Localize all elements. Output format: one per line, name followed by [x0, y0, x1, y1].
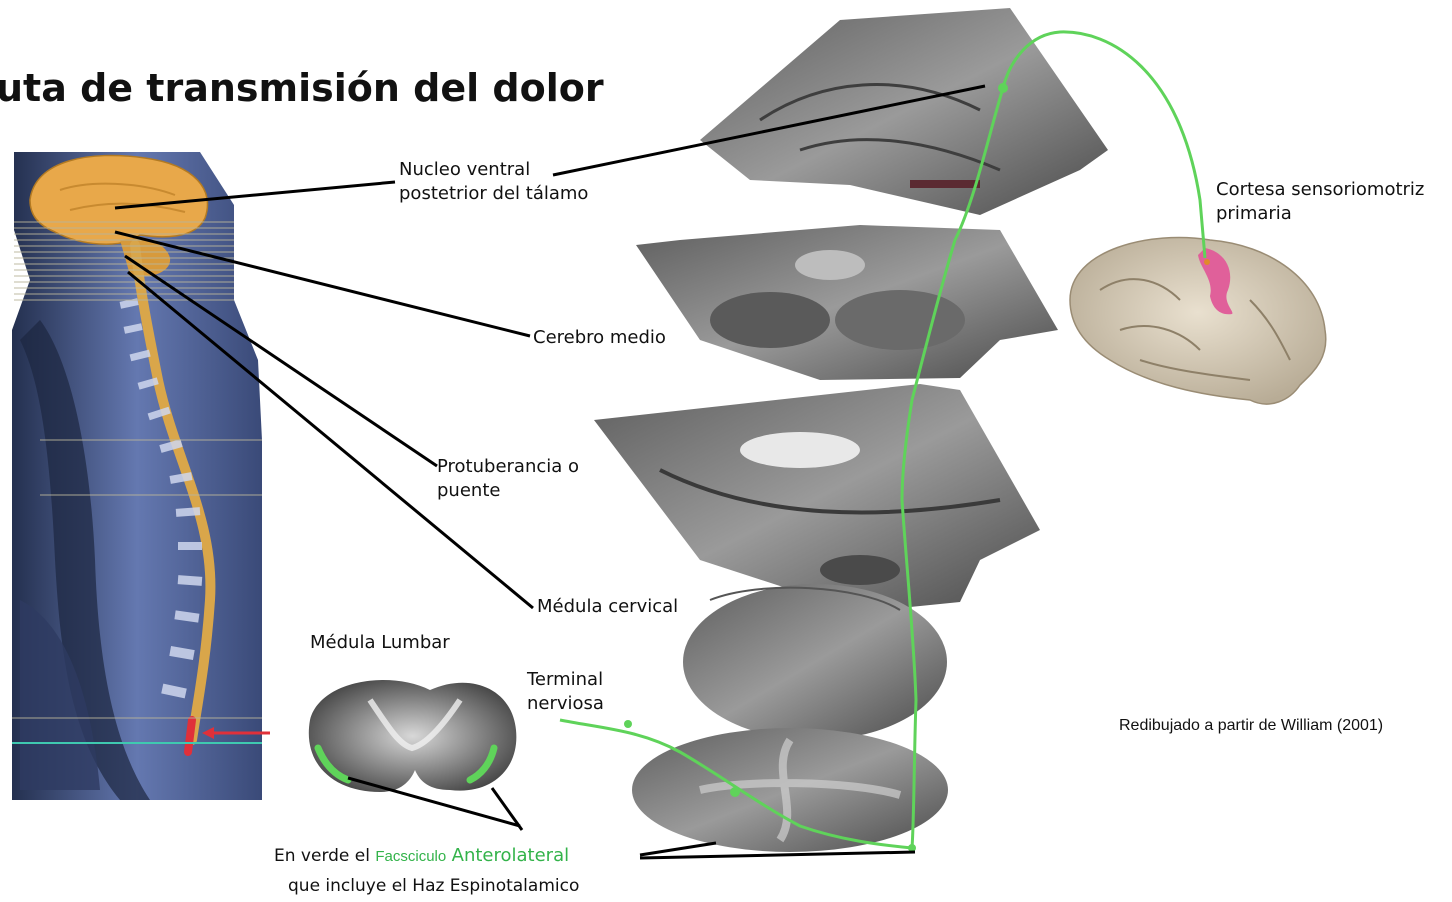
section-pons	[594, 384, 1040, 612]
section-thalamus	[700, 8, 1108, 215]
footnote-line1: En verde el Facsciculo Anterolateral	[274, 845, 569, 866]
label-pons: Protuberancia o puente	[437, 455, 579, 503]
section-midbrain	[636, 225, 1058, 380]
footnote-green-large: Anterolateral	[452, 845, 569, 866]
label-cervical: Médula cervical	[537, 595, 678, 619]
label-nerve-terminal: Terminal nerviosa	[527, 668, 604, 716]
label-nerve-terminal-line2: nerviosa	[527, 692, 604, 716]
source-credit: Redibujado a partir de William (2001)	[1119, 717, 1383, 735]
label-lumbar: Médula Lumbar	[310, 631, 450, 655]
label-thalamus-line2: postetrior del tálamo	[399, 182, 588, 206]
footnote-line2: que incluye el Haz Espinotalamico	[288, 876, 579, 896]
brain-orange	[30, 155, 208, 244]
footnote-green-small: Facsciculo	[375, 848, 446, 865]
lumbar-cross-section	[309, 680, 517, 792]
label-thalamus-line1: Nucleo ventral	[399, 158, 588, 182]
label-midbrain: Cerebro medio	[533, 326, 666, 350]
page-title: uta de transmisión del dolor	[0, 66, 604, 110]
label-pons-line1: Protuberancia o	[437, 455, 579, 479]
label-cortex-line1: Cortesa sensoriomotriz	[1216, 178, 1424, 202]
label-nerve-terminal-line1: Terminal	[527, 668, 604, 692]
section-lumbar-stack	[632, 728, 948, 852]
footnote-prefix: En verde el	[274, 846, 370, 866]
cortex-brain	[1070, 238, 1326, 405]
label-cortex: Cortesa sensoriomotriz primaria	[1216, 178, 1424, 226]
section-cervical	[683, 584, 947, 740]
sagittal-spine-mri	[12, 152, 270, 800]
label-pons-line2: puente	[437, 479, 579, 503]
label-thalamus: Nucleo ventral postetrior del tálamo	[399, 158, 588, 206]
label-cortex-line2: primaria	[1216, 202, 1424, 226]
